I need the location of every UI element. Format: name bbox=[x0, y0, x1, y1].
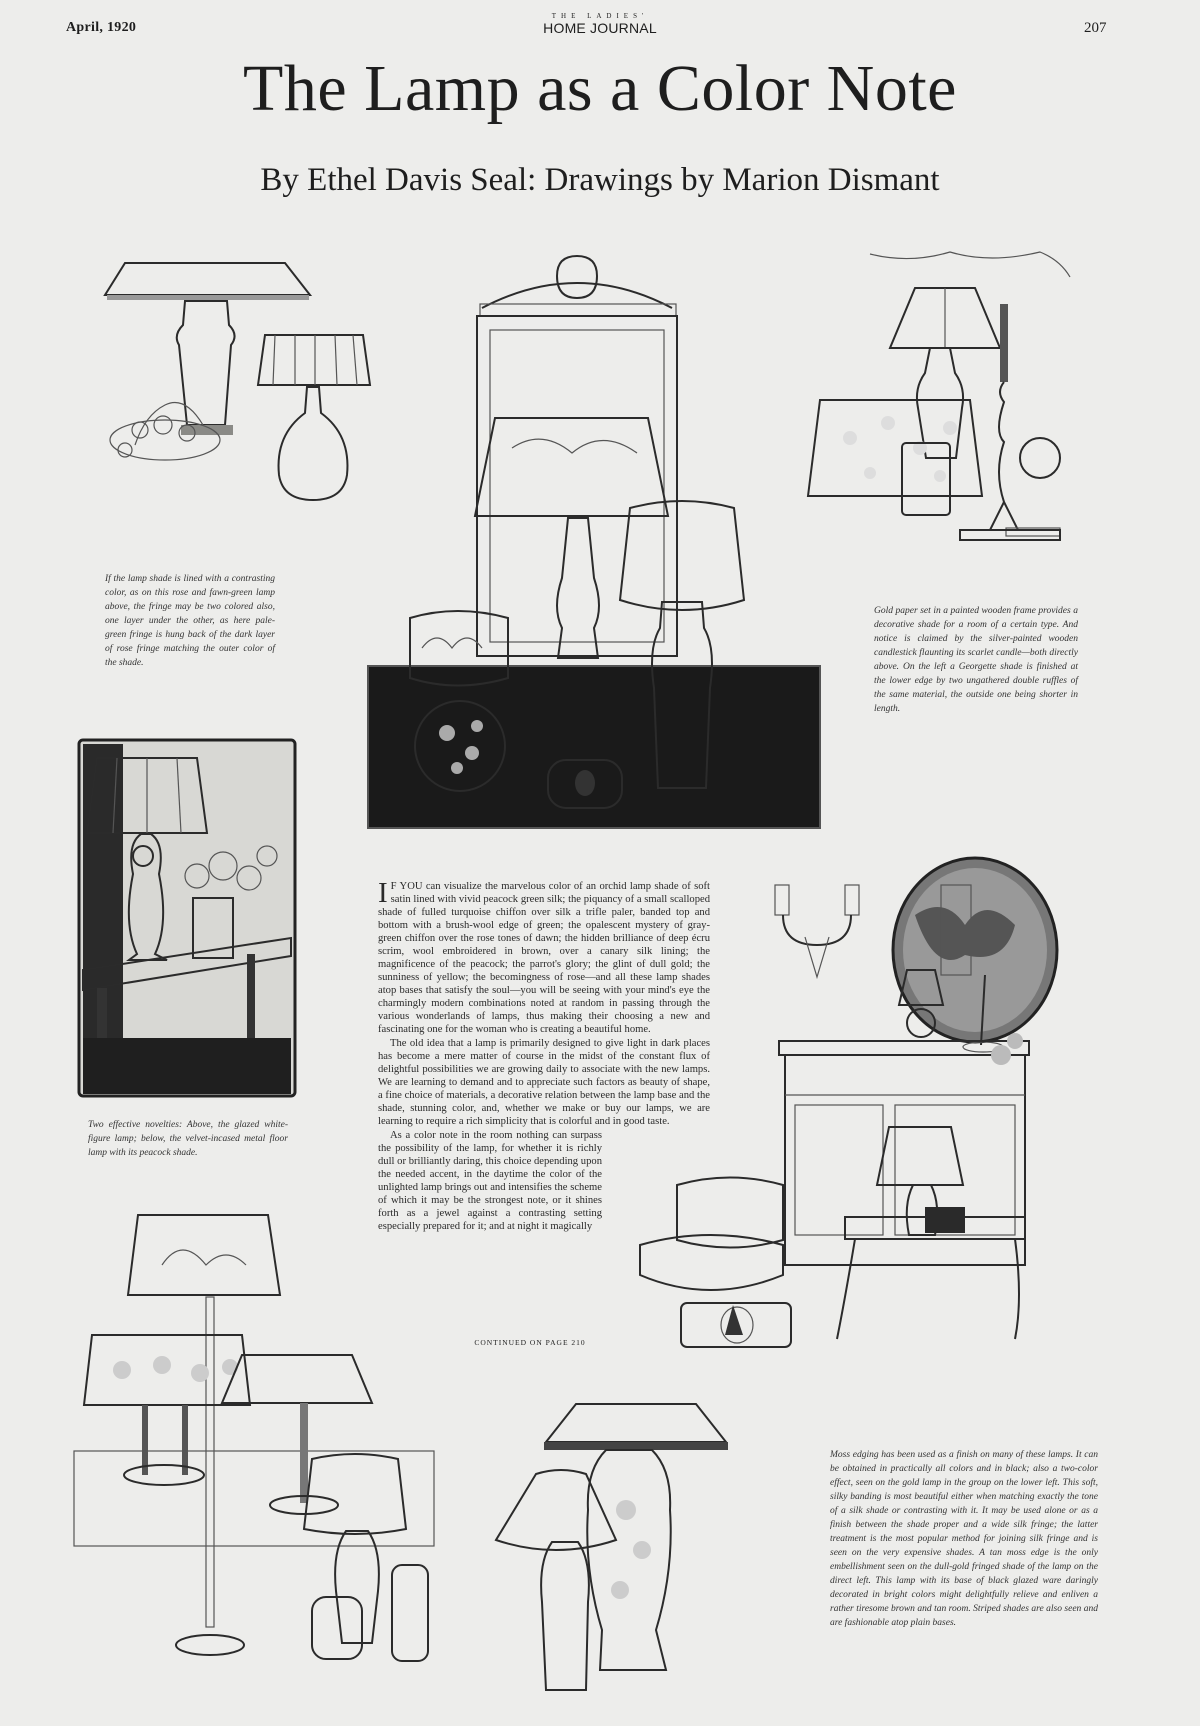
caption-top-left: If the lamp shade is lined with a contra… bbox=[105, 574, 275, 668]
illustration-center-frame-lamps bbox=[367, 254, 821, 829]
masthead-top: THE LADIES' bbox=[551, 12, 649, 20]
illustration-cabinet-scene bbox=[639, 856, 1059, 1348]
article-paragraph-3: As a color note in the room nothing can … bbox=[378, 1130, 602, 1232]
article-paragraph-1-text: F YOU can visualize the marvelous color … bbox=[378, 881, 710, 1035]
page-title: The Lamp as a Color Note bbox=[243, 52, 957, 125]
illustration-top-left-lamps bbox=[103, 262, 372, 502]
caption-middle-left: Two effective novelties: Above, the glaz… bbox=[88, 1120, 288, 1158]
illustration-white-figure-lamp bbox=[77, 738, 297, 1098]
dropcap: I bbox=[378, 877, 388, 909]
continued-note: CONTINUED ON PAGE 210 bbox=[474, 1338, 586, 1347]
illustration-top-right-lamps bbox=[806, 251, 1071, 541]
masthead: THE LADIES' HOME JOURNAL bbox=[510, 12, 690, 36]
masthead-title: HOME JOURNAL bbox=[543, 20, 657, 36]
byline: By Ethel Davis Seal: Drawings by Marion … bbox=[260, 162, 940, 198]
illustration-bottom-center-lamps bbox=[494, 1403, 729, 1691]
illustration-bottom-left-lamps bbox=[73, 1214, 435, 1662]
page-number: 207 bbox=[1084, 20, 1107, 36]
issue-date: April, 1920 bbox=[66, 20, 137, 35]
caption-bottom-right: Moss edging has been used as a finish on… bbox=[830, 1450, 1098, 1628]
article-paragraph-2: The old idea that a lamp is primarily de… bbox=[378, 1038, 710, 1127]
caption-top-right: Gold paper set in a painted wooden frame… bbox=[874, 606, 1078, 714]
